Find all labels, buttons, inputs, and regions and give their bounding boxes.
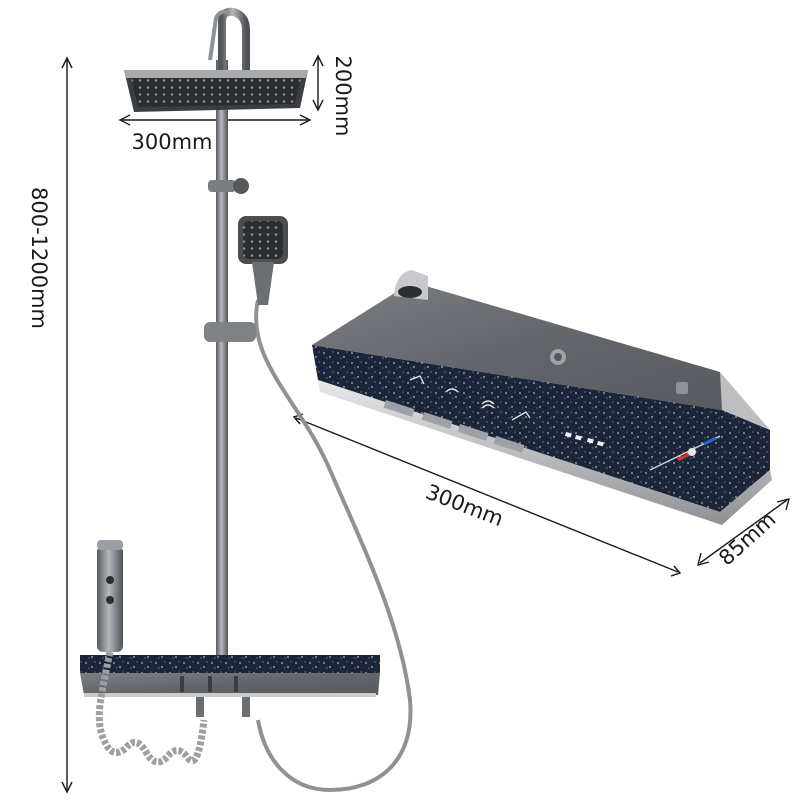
dimension-lines bbox=[61, 54, 790, 794]
handheld-shower bbox=[238, 216, 288, 305]
temperature-slider bbox=[649, 435, 721, 471]
bidet-sprayer bbox=[97, 540, 123, 652]
temperature-display bbox=[564, 432, 604, 447]
coiled-hose bbox=[95, 651, 208, 766]
shower-hose bbox=[254, 299, 413, 793]
function-buttons bbox=[409, 375, 531, 421]
shower-mode-icon bbox=[409, 375, 425, 385]
spray-mode-icon bbox=[481, 400, 495, 409]
thermostatic-shelf bbox=[80, 655, 380, 697]
bidet-mode-icon bbox=[511, 411, 531, 421]
total-height-label: 800-1200mm bbox=[27, 187, 51, 329]
rain-mode-icon bbox=[445, 388, 459, 393]
shelf-width-label: 300mm bbox=[422, 480, 506, 531]
shelf-closeup bbox=[312, 270, 772, 525]
diverter-bracket bbox=[208, 180, 236, 192]
shower-column bbox=[80, 7, 413, 793]
rain-shower-head bbox=[124, 70, 308, 112]
riser-pipe bbox=[216, 60, 228, 660]
handheld-holder bbox=[204, 322, 256, 342]
hot-indicator bbox=[677, 452, 691, 462]
head-width-label: 300mm bbox=[132, 130, 213, 154]
cold-indicator bbox=[703, 436, 717, 446]
bracket-knob bbox=[233, 178, 249, 194]
shower-arm bbox=[218, 7, 250, 74]
head-depth-label: 200mm bbox=[331, 56, 355, 137]
